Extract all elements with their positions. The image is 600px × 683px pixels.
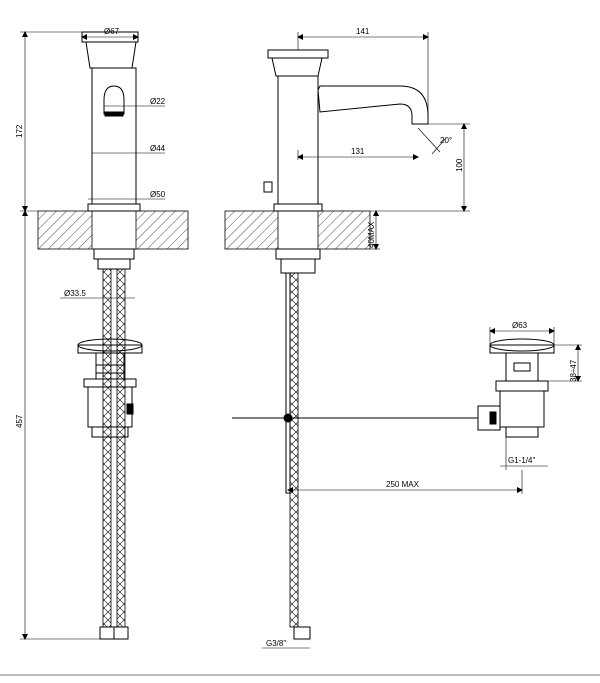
dim-h172: 172 — [15, 124, 24, 138]
drain-dimensions: Ø63 38÷47 G1-1/4" — [489, 321, 582, 470]
dim-d22: Ø22 — [150, 97, 166, 106]
dim-d33-5: Ø33.5 — [64, 289, 86, 298]
dim-max250: 250 MAX — [386, 480, 420, 489]
dim-range38-47: 38÷47 — [569, 359, 578, 382]
spout-outlet — [103, 85, 125, 115]
side-view — [224, 49, 478, 640]
faucet-body-side — [277, 75, 319, 205]
hose-side — [289, 272, 299, 628]
dim-d67: Ø67 — [104, 27, 120, 36]
front-view — [37, 31, 189, 640]
drain-front — [77, 338, 143, 438]
dim-w141: 141 — [356, 27, 370, 36]
faucet-body — [91, 67, 137, 205]
dim-g1-1-4: G1-1/4" — [508, 456, 535, 465]
spout — [317, 85, 429, 125]
hose-left-a — [102, 268, 112, 628]
dim-h457: 457 — [15, 414, 24, 428]
handle-cap-side — [267, 49, 329, 59]
dim-h100: 100 — [455, 158, 464, 172]
drain-view — [477, 338, 555, 438]
front-dimensions: Ø67 Ø22 Ø44 Ø50 Ø33.5 172 457 — [15, 27, 166, 640]
dim-d63: Ø63 — [512, 321, 528, 330]
dim-w131: 131 — [351, 147, 365, 156]
dim-angle20: 20° — [440, 136, 452, 145]
dim-g3-8: G3/8" — [266, 639, 286, 648]
dim-d50: Ø50 — [150, 190, 166, 199]
side-dimensions: 141 131 20° 100 40MAX 250 MAX G3/8" — [262, 27, 523, 649]
hose-left-b — [116, 268, 126, 628]
dim-d44: Ø44 — [150, 144, 166, 153]
dim-max40: 40MAX — [367, 221, 376, 248]
